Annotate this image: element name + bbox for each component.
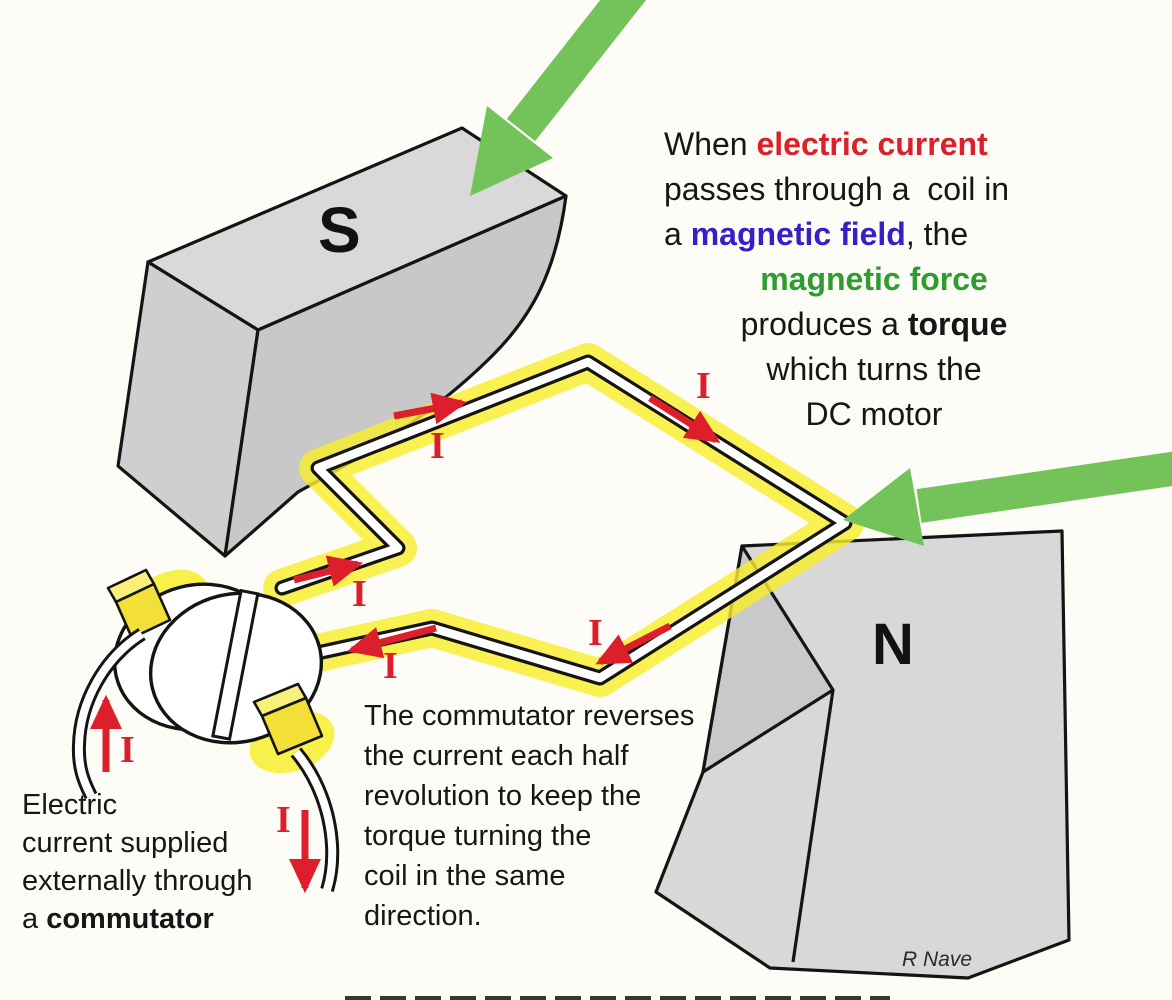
supply-wire-right-core [292, 749, 337, 892]
explanation-word-the: , the [905, 216, 969, 252]
explanation-line-6: which turns the [766, 351, 982, 387]
explanation-word-magnetic-field: magnetic field [690, 216, 906, 252]
explanation-line-1: When electric current [664, 122, 1084, 167]
explanation-word-produces-a: produces a [740, 306, 908, 342]
explanation-line-5: produces a torque [664, 302, 1084, 347]
commutator-caption-line-2: the current each half [364, 740, 629, 772]
south-pole-label: S [318, 194, 361, 266]
pointer-arrow-top-icon [470, 0, 647, 196]
commutator-caption-line-6: direction. [364, 900, 482, 932]
explanation-line-3: a magnetic field, the [664, 212, 1084, 257]
current-arrow-bottom-icon [595, 622, 672, 666]
explanation-word-a: a [664, 216, 691, 252]
current-label-supply-up: I [120, 729, 135, 771]
supply-caption-line-1: Electric [22, 789, 118, 821]
current-label-lead-top: I [352, 573, 367, 615]
commutator-caption-line-4: torque turning the [364, 820, 592, 852]
current-arrow-lead-top-icon [293, 555, 364, 587]
pointer-arrow-right-icon [843, 451, 1172, 546]
author-credit: R Nave [902, 948, 973, 971]
brush-right-front-face [260, 696, 324, 756]
explanation-word-when: When [664, 126, 757, 162]
commutator-caption: The commutator reverses the current each… [364, 696, 694, 936]
green-pointer-arrows [470, 0, 1172, 546]
supply-caption-word-commutator: commutator [46, 903, 214, 935]
magnet-north-fold-line [791, 689, 835, 963]
supply-caption-line-2: current supplied [22, 827, 229, 859]
supply-caption: Electric current supplied externally thr… [22, 786, 253, 938]
current-label-bottom: I [588, 612, 603, 654]
current-label-top-left: I [430, 425, 445, 467]
explanation-text: When electric current passes through a c… [664, 122, 1084, 437]
supply-caption-word-a: a [22, 903, 47, 935]
commutator-caption-line-3: revolution to keep the [364, 780, 642, 812]
supply-caption-line-4: a commutator [22, 900, 253, 938]
supply-caption-line-3: externally through [22, 865, 253, 897]
explanation-word-torque: torque [907, 306, 1008, 342]
commutator-split-gap [211, 588, 260, 741]
commutator-caption-line-1: The commutator reverses [364, 700, 695, 732]
external-wires [71, 628, 340, 893]
supply-wire-left-core [74, 630, 145, 798]
commutator-caption-line-5: coil in the same [364, 860, 566, 892]
brushes [106, 568, 324, 756]
current-label-supply-down: I [276, 799, 291, 841]
north-pole-label: N [872, 612, 914, 677]
explanation-line-2: passes through a coil in [664, 171, 1010, 207]
explanation-word-magnetic-force: magnetic force [760, 261, 988, 297]
current-arrows [89, 392, 721, 894]
explanation-word-electric-current: electric current [756, 126, 988, 162]
current-arrow-lead-bottom-icon [346, 624, 437, 659]
explanation-line-7: DC motor [805, 396, 943, 432]
current-label-lead-bottom: I [383, 645, 398, 687]
current-label-top-right: I [696, 365, 711, 407]
current-arrow-top-left-icon [393, 392, 468, 425]
current-arrow-top-right-icon [648, 395, 721, 443]
brush-left-front-face [114, 582, 172, 640]
